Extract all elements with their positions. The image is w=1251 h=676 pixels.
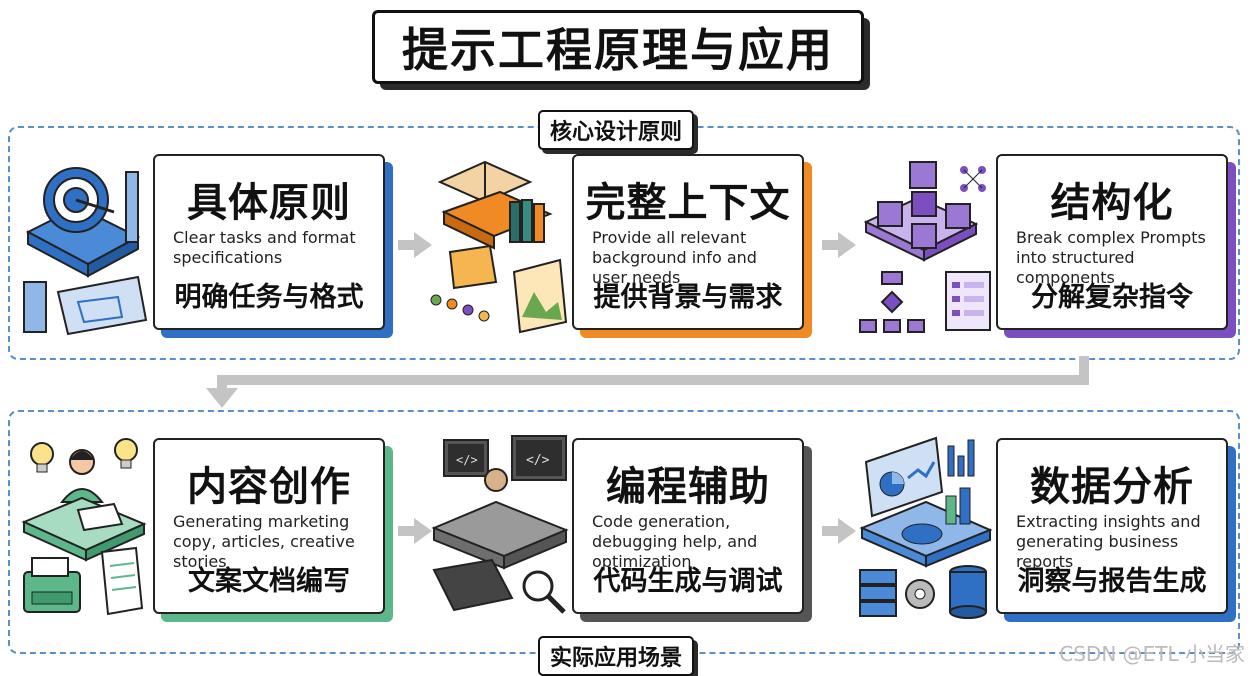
page-title: 提示工程原理与应用 [372, 10, 864, 84]
card-body: 结构化 Break complex Prompts into structure… [996, 154, 1228, 330]
card-body: 内容创作 Generating marketing copy, articles… [153, 438, 385, 614]
card-body: 数据分析 Extracting insights and generating … [996, 438, 1228, 614]
card-body: 编程辅助 Code generation, debugging help, an… [572, 438, 804, 614]
flow-arrow [822, 518, 856, 544]
card-subtitle: 代码生成与调试 [593, 566, 783, 597]
principle-card-specific: 具体原则 Clear tasks and format specificatio… [153, 154, 393, 338]
flow-arrow [398, 232, 432, 258]
principle-card-structured: 结构化 Break complex Prompts into structure… [996, 154, 1236, 338]
svg-text:</>: </> [526, 453, 550, 468]
card-body: 完整上下文 Provide all relevant background in… [572, 154, 804, 330]
svg-text:</>: </> [456, 453, 478, 467]
card-title: 数据分析 [1030, 464, 1194, 510]
card-description: Extracting insights and generating busin… [1016, 512, 1201, 571]
books-folder-icon [430, 160, 568, 334]
card-description: Break complex Prompts into structured co… [1016, 228, 1206, 287]
watermark: CSDN @ETL 小当家 [1059, 642, 1245, 666]
title-block: 提示工程原理与应用 [372, 10, 870, 90]
card-subtitle: 提供背景与需求 [593, 282, 783, 313]
card-description: Code generation, debugging help, and opt… [592, 512, 758, 571]
card-description: Generating marketing copy, articles, cre… [173, 512, 355, 571]
principle-card-context: 完整上下文 Provide all relevant background in… [572, 154, 812, 338]
flow-arrow [822, 232, 856, 258]
application-card-data: 数据分析 Extracting insights and generating … [996, 438, 1236, 622]
writer-lightbulb-icon [21, 438, 147, 616]
card-title: 编程辅助 [606, 464, 770, 510]
card-title: 结构化 [1050, 180, 1174, 226]
cubes-structure-icon [859, 161, 991, 333]
card-title: 内容创作 [187, 464, 351, 510]
card-subtitle: 分解复杂指令 [1031, 282, 1193, 313]
card-description: Provide all relevant background info and… [592, 228, 757, 287]
application-card-coding: 编程辅助 Code generation, debugging help, an… [572, 438, 812, 622]
application-card-content: 内容创作 Generating marketing copy, articles… [153, 438, 393, 622]
card-subtitle: 洞察与报告生成 [1017, 566, 1207, 597]
coder-computer-icon: </> </> [431, 435, 569, 614]
card-description: Clear tasks and format specifications [173, 228, 356, 267]
principles-section-label: 核心设计原则 [538, 110, 695, 150]
applications-section-label: 实际应用场景 [538, 636, 695, 676]
flow-arrow [398, 518, 432, 544]
data-dashboard-icon [859, 436, 993, 619]
card-title: 具体原则 [187, 180, 351, 226]
card-subtitle: 文案文档编写 [188, 566, 350, 597]
card-body: 具体原则 Clear tasks and format specificatio… [153, 154, 385, 330]
card-subtitle: 明确任务与格式 [174, 282, 364, 313]
section-connector-arrow [206, 356, 1089, 408]
card-title: 完整上下文 [585, 180, 791, 226]
target-icon [23, 167, 148, 336]
